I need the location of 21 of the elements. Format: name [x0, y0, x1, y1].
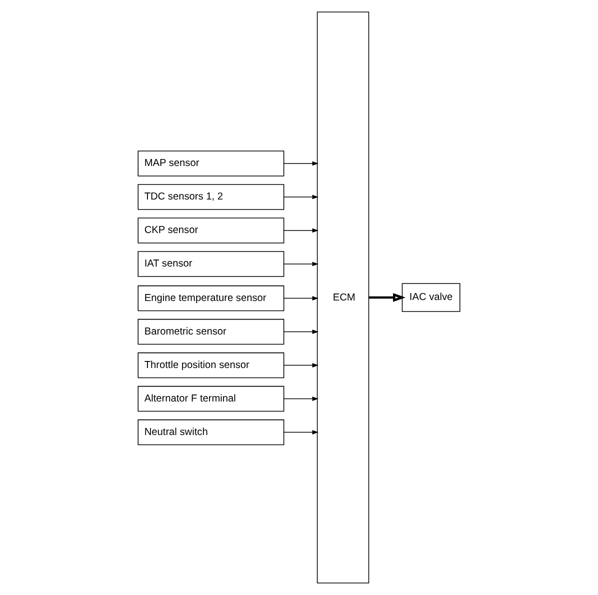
arrow: [283, 430, 318, 434]
node-box: IAC valve: [402, 283, 460, 312]
arrow: [283, 396, 318, 401]
node-box: MAP sensor: [138, 150, 284, 176]
node-box: CKP sensor: [138, 218, 284, 244]
node-box: Engine temperature sensor: [138, 285, 284, 312]
node-box: Throttle position sensor: [138, 352, 284, 378]
arrow: [368, 293, 406, 302]
node-box: TDC sensors 1, 2: [138, 184, 284, 210]
node-box: ECM: [316, 12, 370, 584]
node-box: Alternator F terminal: [138, 386, 284, 412]
arrow: [283, 296, 318, 300]
arrow: [283, 363, 318, 368]
arrow: [283, 330, 318, 334]
arrow: [283, 194, 318, 200]
arrow: [283, 228, 318, 233]
node-box: Neutral switch: [138, 419, 284, 446]
arrow: [283, 262, 318, 266]
node-box: Barometric sensor: [138, 318, 284, 345]
arrow: [283, 161, 318, 166]
node-box: IAT sensor: [138, 251, 284, 277]
